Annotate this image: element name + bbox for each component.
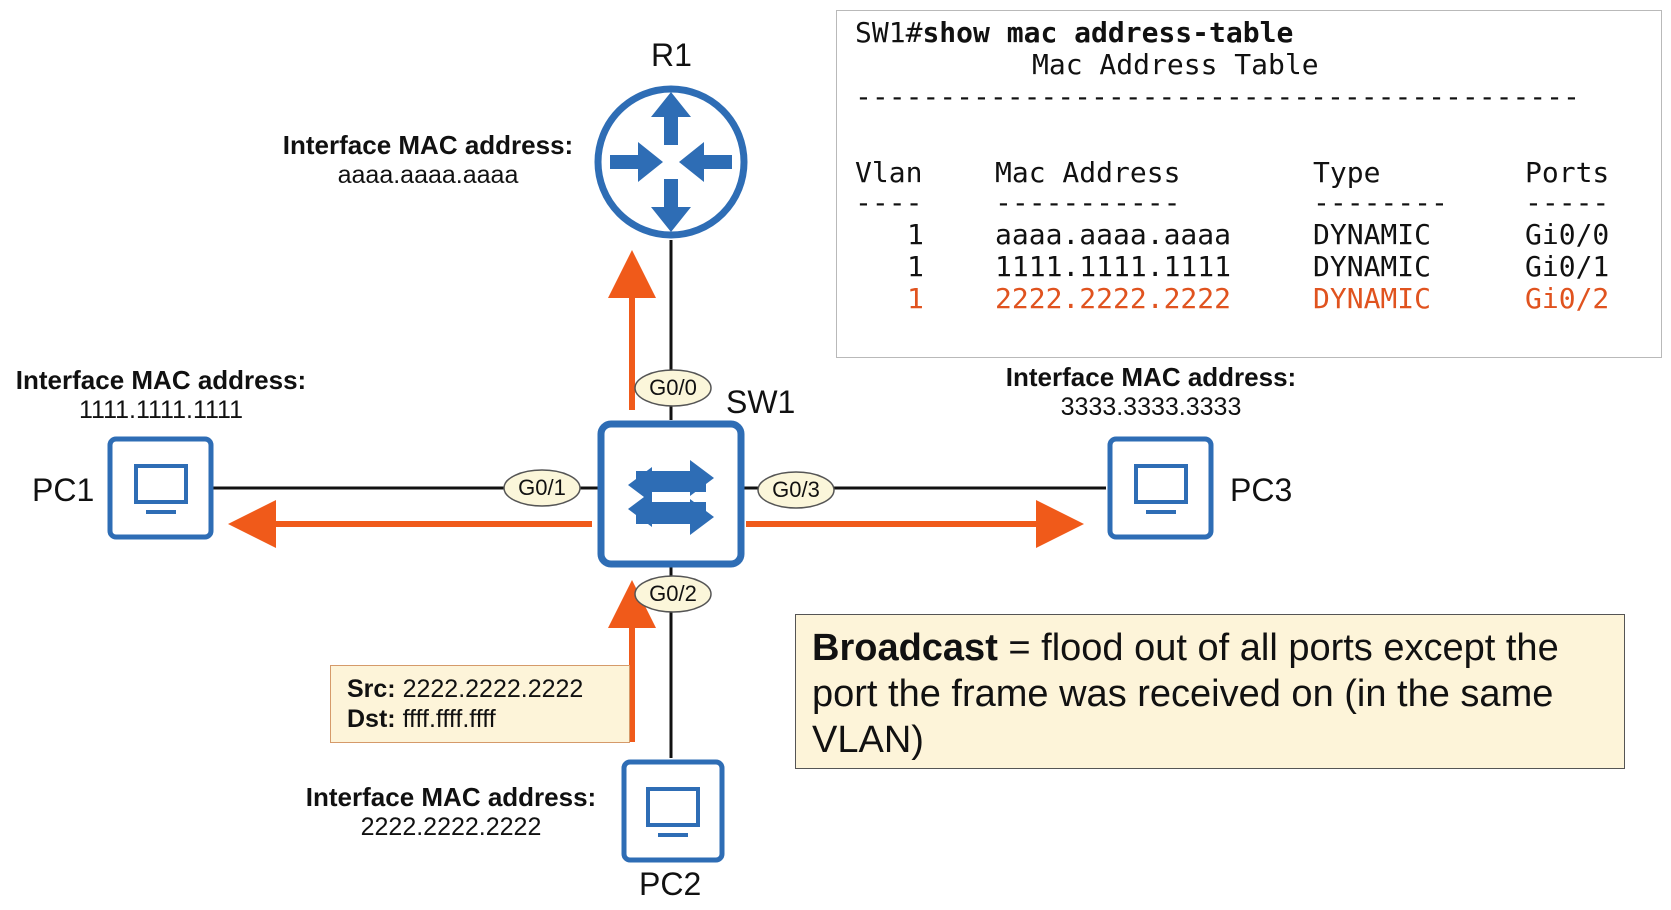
pc3-mac-value: 3333.3333.3333 [1060, 393, 1242, 421]
cli-table-title: Mac Address Table [1032, 48, 1319, 81]
col-rule-type: -------- [1313, 186, 1448, 219]
row-vlan: 1 [907, 218, 924, 251]
row-type: DYNAMIC [1313, 218, 1432, 251]
row-port: Gi0/0 [1525, 218, 1610, 251]
switch-icon [597, 420, 745, 568]
port-g00-bubble [634, 369, 712, 407]
row-vlan: 1 [907, 282, 924, 315]
pc1-mac-title: Interface MAC address: [15, 365, 307, 395]
frame-src-label: Src: [347, 675, 396, 703]
frame-dst-value: ffff.ffff.ffff [402, 705, 496, 733]
pc1-name: PC1 [32, 472, 95, 508]
row-type: DYNAMIC [1313, 282, 1432, 315]
row-port: Gi0/2 [1525, 282, 1610, 315]
cli-command-line: SW1#show mac address-table [855, 17, 1293, 49]
note-text: = flood out of all ports except the port… [812, 627, 1559, 761]
pc3-mac-title: Interface MAC address: [1005, 362, 1297, 392]
col-rule-vlan: ---- [855, 186, 923, 219]
frame-header-box: Src: 2222.2222.2222 Dst: ffff.ffff.ffff [330, 665, 630, 743]
row-port: Gi0/1 [1525, 250, 1610, 283]
frame-src-value: 2222.2222.2222 [402, 675, 584, 703]
r1-mac-value: aaaa.aaaa.aaaa [337, 161, 519, 189]
pc2-icon [621, 759, 725, 863]
r1-name: R1 [651, 37, 692, 73]
port-g00-label: G0/0 [649, 375, 697, 400]
cli-prompt: SW1# [855, 16, 923, 49]
col-rule-ports: ----- [1525, 186, 1610, 219]
r1-mac-title: Interface MAC address: [282, 130, 574, 160]
col-header-type: Type [1313, 156, 1381, 189]
port-g02-label: G0/2 [649, 581, 697, 606]
pc2-mac-title: Interface MAC address: [305, 782, 597, 812]
port-g03-label: G0/3 [772, 477, 820, 502]
port-g01-label: G0/1 [518, 475, 566, 500]
cli-separator: ----------------------------------------… [855, 80, 1580, 113]
frame-src-line: Src: 2222.2222.2222 [347, 674, 613, 704]
port-g02-bubble [634, 575, 712, 613]
col-header-vlan: Vlan [855, 156, 923, 189]
pc1-mac-label: Interface MAC address: 1111.1111.1111 [0, 365, 322, 425]
cli-command: show mac address-table [922, 16, 1294, 49]
frame-dst-line: Dst: ffff.ffff.ffff [347, 704, 613, 734]
sw1-name: SW1 [726, 384, 796, 420]
pc2-mac-label: Interface MAC address: 2222.2222.2222 [290, 782, 612, 842]
note-term: Broadcast [812, 627, 998, 669]
col-header-mac: Mac Address [995, 156, 1181, 189]
pc2-mac-value: 2222.2222.2222 [360, 813, 542, 841]
r1-mac-label: Interface MAC address: aaaa.aaaa.aaaa [268, 130, 588, 190]
row-mac: aaaa.aaaa.aaaa [995, 218, 1232, 251]
row-type: DYNAMIC [1313, 250, 1432, 283]
port-g03-bubble [757, 471, 835, 509]
port-g01-bubble [503, 469, 581, 507]
mac-table-output: SW1#show mac address-table Mac Address T… [836, 10, 1662, 358]
frame-dst-label: Dst: [347, 705, 396, 733]
broadcast-definition-note: Broadcast = flood out of all ports excep… [795, 614, 1625, 769]
row-mac: 1111.1111.1111 [995, 250, 1232, 283]
router-icon [594, 85, 748, 239]
col-rule-mac: ----------- [995, 186, 1181, 219]
pc3-icon [1107, 436, 1214, 540]
row-mac: 2222.2222.2222 [995, 282, 1232, 315]
row-vlan: 1 [907, 250, 924, 283]
pc1-icon [107, 436, 214, 540]
pc3-mac-label: Interface MAC address: 3333.3333.3333 [990, 362, 1312, 422]
pc1-mac-value: 1111.1111.1111 [78, 396, 244, 424]
col-header-ports: Ports [1525, 156, 1610, 189]
pc3-name: PC3 [1230, 472, 1293, 508]
pc2-name: PC2 [639, 866, 702, 902]
